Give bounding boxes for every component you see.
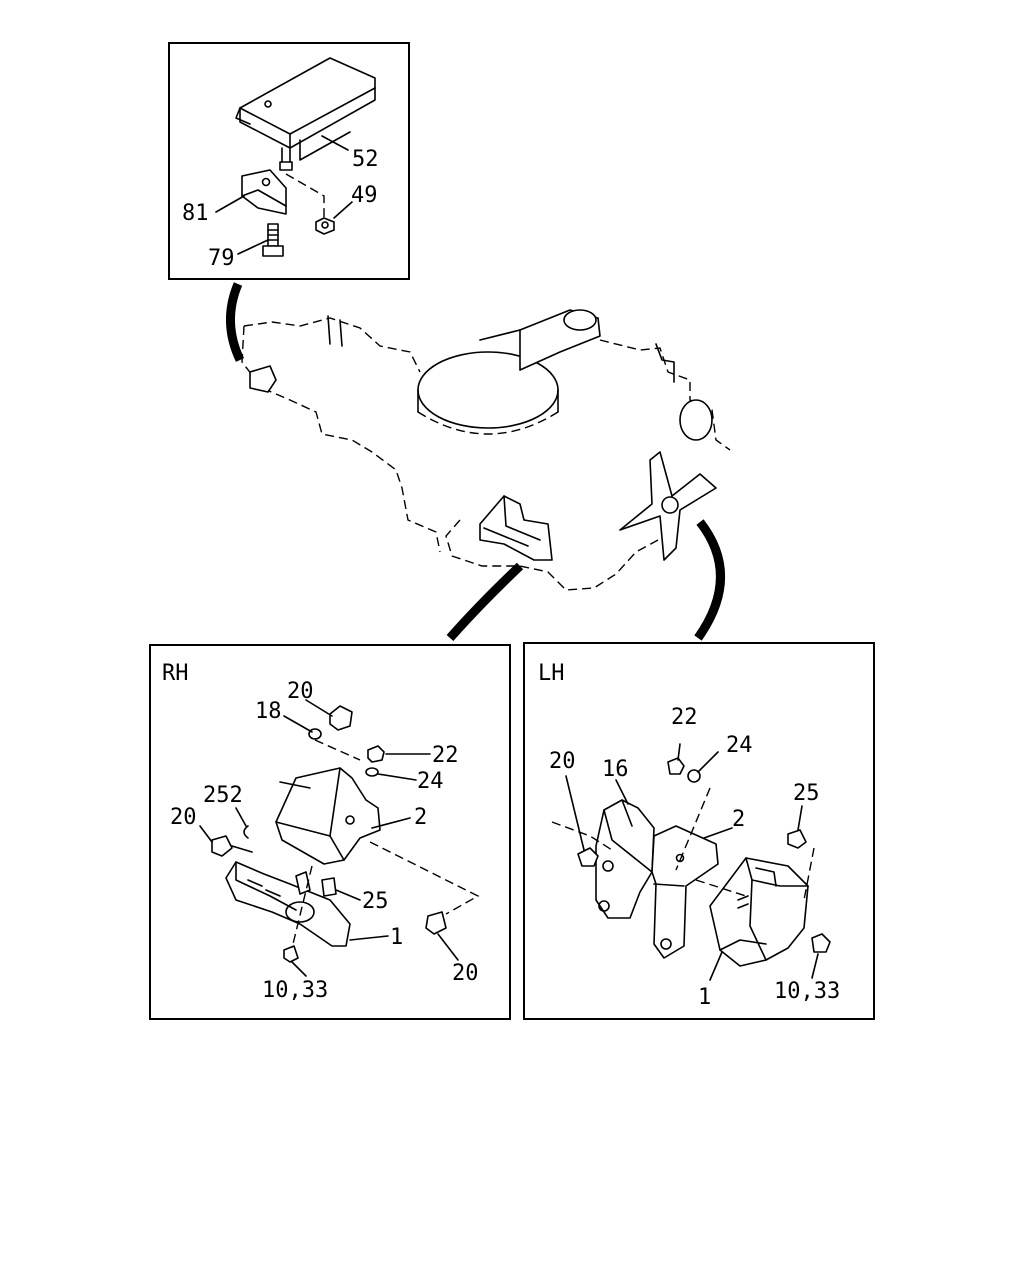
- lh-callout-2: 2: [732, 807, 745, 832]
- rh-callout-2: 2: [414, 805, 427, 830]
- pointer-arc-lh: [694, 519, 725, 641]
- rh-panel-title: RH: [162, 661, 189, 686]
- top-panel-frame: [168, 42, 410, 280]
- top-detail-panel: 52 49 81 79: [168, 42, 410, 280]
- rh-callout-10-33: 10,33: [262, 978, 328, 1003]
- lh-callout-22: 22: [671, 705, 698, 730]
- lh-callout-1: 1: [698, 985, 711, 1010]
- lh-callout-24: 24: [726, 733, 753, 758]
- part-49-nut: [315, 217, 335, 235]
- rh-callout-24: 24: [417, 769, 444, 794]
- rh-bolt-25: [321, 877, 337, 897]
- rh-callout-20-top: 20: [287, 679, 314, 704]
- rh-panel-frame: [149, 644, 511, 1020]
- lh-washer-24: [687, 769, 701, 783]
- engine-left-mount: [249, 365, 277, 393]
- lh-nut-22: [667, 757, 685, 775]
- rh-callout-1: 1: [390, 925, 403, 950]
- rh-nut-10-33: [283, 945, 299, 963]
- air-cleaner: [417, 309, 601, 435]
- rh-callout-20-bottom: 20: [452, 961, 479, 986]
- lh-panel: LH: [523, 642, 875, 1020]
- lh-callout-20: 20: [549, 749, 576, 774]
- rh-bolt-20-right: [425, 911, 447, 935]
- callout-81: 81: [182, 201, 209, 226]
- rh-callout-22: 22: [432, 743, 459, 768]
- engine-illustration: [225, 282, 731, 641]
- top-assembly-line: [285, 173, 325, 218]
- pointer-arc-top: [225, 282, 245, 362]
- rh-washer-24: [365, 767, 379, 777]
- pointer-arc-rh: [446, 562, 524, 641]
- rh-bolt-20-top: [329, 705, 353, 731]
- part-52-control-box: [235, 57, 376, 171]
- rh-clip-252: [243, 825, 249, 839]
- engine-front-bracket: [479, 495, 553, 561]
- rh-part-1-mount: [225, 861, 351, 947]
- rh-bolt-20-left: [211, 835, 233, 857]
- lh-part-2-plate: [651, 825, 719, 959]
- rh-stud: [295, 871, 311, 895]
- callout-49: 49: [351, 183, 378, 208]
- rh-panel: RH: [149, 644, 511, 1020]
- callout-79: 79: [208, 246, 235, 271]
- lh-part-16-bracket: [595, 799, 655, 919]
- lh-panel-frame: [523, 642, 875, 1020]
- rh-callout-25: 25: [362, 889, 389, 914]
- lh-callout-25: 25: [793, 781, 820, 806]
- rh-callout-252: 252: [203, 783, 243, 808]
- part-79-bolt: [262, 223, 284, 257]
- rh-callout-20-left: 20: [170, 805, 197, 830]
- lh-panel-title: LH: [538, 661, 565, 686]
- callout-52: 52: [352, 147, 379, 172]
- lh-bolt-25: [787, 829, 807, 849]
- lh-nut-10-33: [811, 933, 831, 953]
- rh-nut-22: [367, 745, 385, 763]
- lh-callout-10-33: 10,33: [774, 979, 840, 1004]
- lh-callout-16: 16: [602, 757, 629, 782]
- engine-fan: [619, 399, 717, 561]
- rh-part-2-bracket: [275, 767, 381, 865]
- rh-callout-18: 18: [255, 699, 282, 724]
- lh-part-1-mount: [709, 857, 809, 967]
- part-81-bracket: [241, 169, 287, 215]
- lh-bolt-20: [577, 847, 599, 867]
